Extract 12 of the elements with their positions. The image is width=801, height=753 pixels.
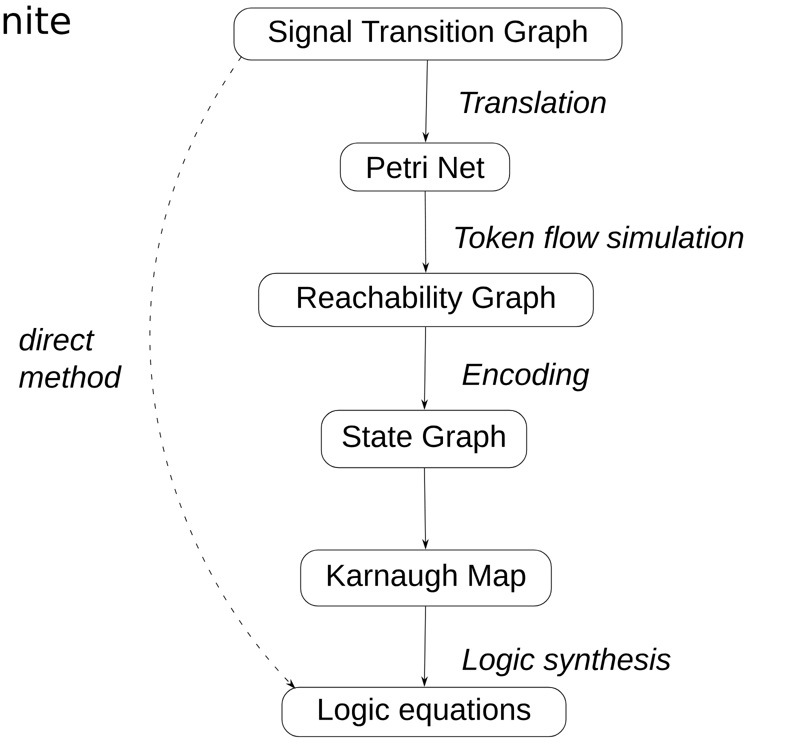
edge-label: Encoding (462, 362, 590, 392)
process-box: Logic equations (282, 686, 566, 738)
process-box: Petri Net (340, 142, 510, 192)
edge-label: Translation (460, 90, 606, 114)
edge-label: Token flow simulation (455, 226, 744, 248)
process-box: State Graph (320, 410, 528, 468)
text-label: nite (4, 6, 70, 34)
edge-label: direct method (19, 328, 122, 388)
edge-label: Logic synthesis (462, 648, 671, 676)
process-box: Signal Transition Graph (234, 8, 622, 60)
process-box: Karnaugh Map (300, 550, 552, 606)
process-box: Reachability Graph (258, 272, 594, 328)
